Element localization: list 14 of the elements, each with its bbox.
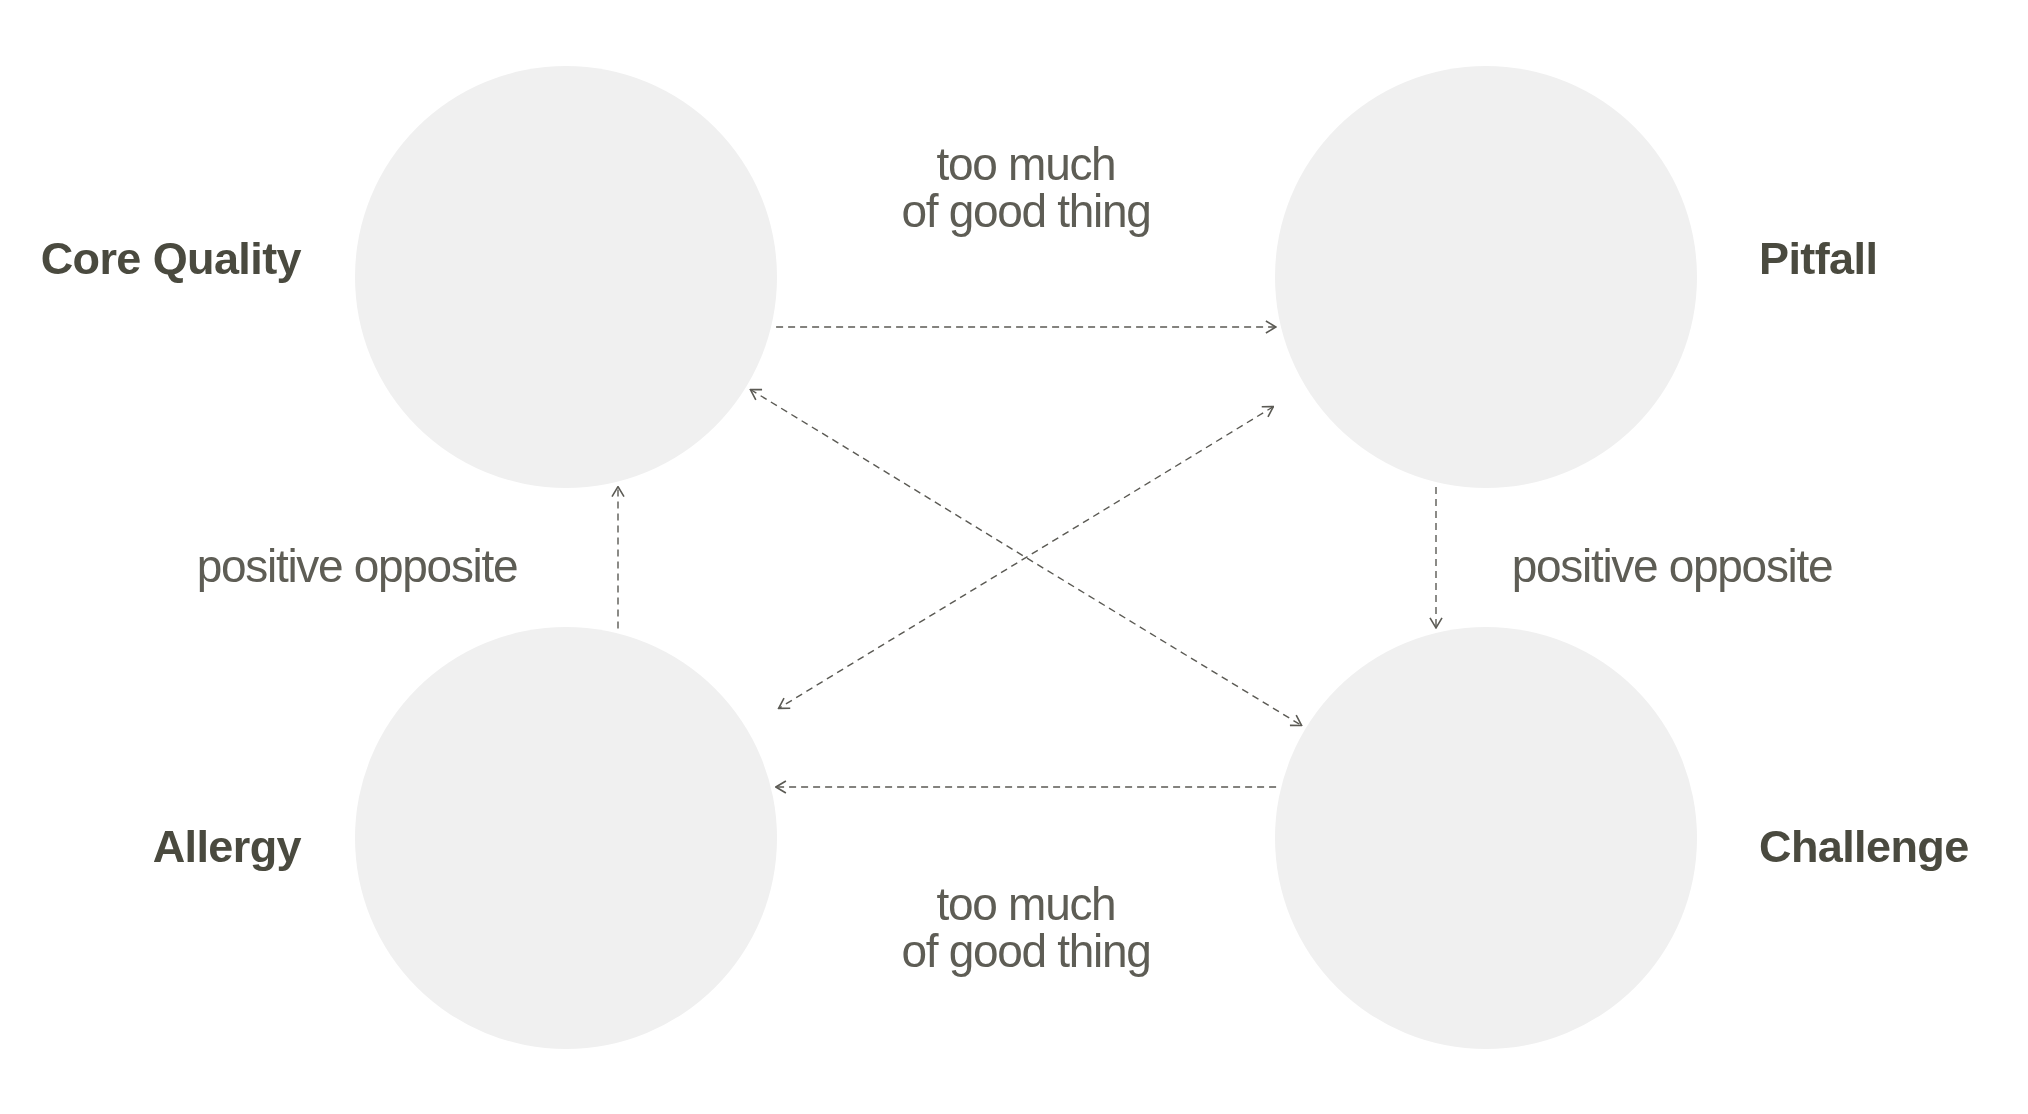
edge-label: positive opposite [196,542,518,590]
node-label: Challenge [1759,821,1969,873]
edge-label: too much of good thing [901,141,1151,235]
dashed-arrow [775,780,1277,794]
node-label: Allergy [152,821,301,873]
edge-label: too much of good thing [901,881,1151,975]
node-label: Core Quality [40,233,301,285]
dashed-arrow [777,405,1275,710]
dashed-arrow [749,388,1303,727]
node-label: Pitfall [1759,233,1878,285]
dashed-arrow [1429,486,1443,629]
dashed-arrow [611,485,625,630]
edge-label: positive opposite [1511,542,1833,590]
dashed-arrow [775,320,1277,334]
